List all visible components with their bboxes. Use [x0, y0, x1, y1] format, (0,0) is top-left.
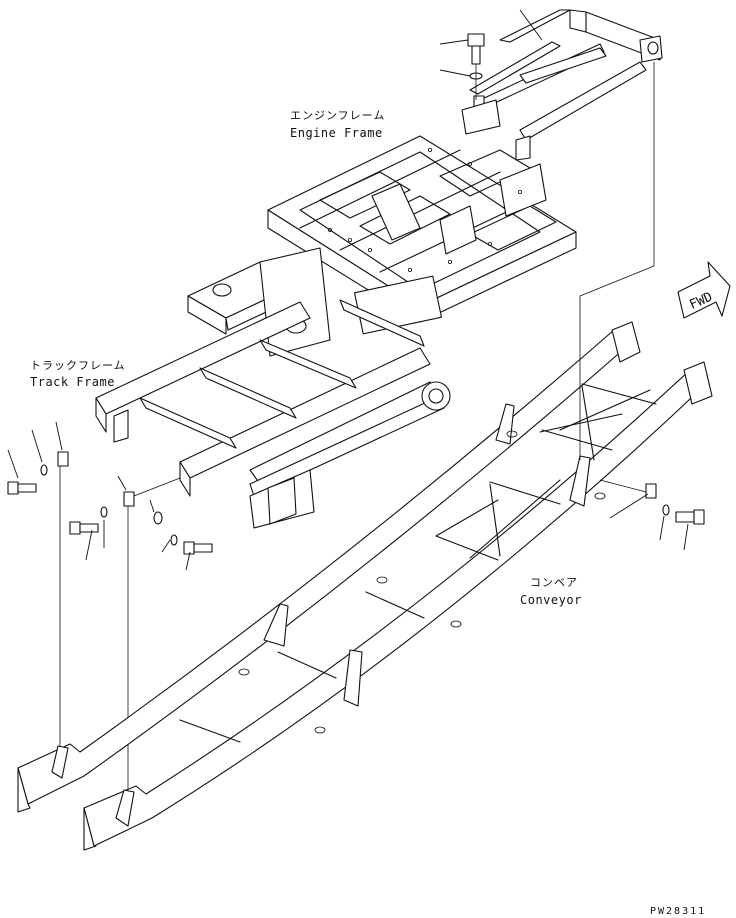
bolt-icon	[675, 509, 705, 525]
engine-frame-label-en: Engine Frame	[290, 126, 383, 140]
support-frame	[439, 9, 663, 161]
washer-icon	[100, 506, 108, 518]
engine-frame-label-jp: エンジンフレーム	[290, 109, 385, 122]
bolt-icon	[7, 481, 37, 495]
fasteners-right	[599, 479, 705, 551]
bolt-icon	[69, 521, 99, 535]
fwd-arrow-icon: FWD	[677, 261, 731, 319]
bolt-icon	[183, 541, 213, 555]
track-frame-label-en: Track Frame	[30, 375, 115, 389]
fasteners-left	[7, 421, 213, 790]
conveyor-label-jp: コンベア	[530, 576, 578, 589]
track-frame: トラックフレーム Track Frame	[30, 247, 451, 529]
nut-icon	[57, 451, 69, 467]
drawing-code: PW28311	[650, 906, 706, 917]
spacer-icon	[645, 483, 657, 499]
engine-frame: エンジンフレーム Engine Frame	[267, 109, 577, 335]
conveyor-label-en: Conveyor	[520, 593, 582, 607]
alignment-lines	[579, 62, 655, 460]
washer-icon	[170, 534, 178, 546]
conveyor: コンベア Conveyor	[17, 321, 713, 851]
track-frame-label-jp: トラックフレーム	[30, 359, 126, 372]
washer-icon	[662, 504, 670, 516]
bolt-icon	[467, 33, 485, 65]
spacer-icon	[153, 511, 163, 525]
nut-icon	[123, 491, 135, 507]
washer-icon	[40, 464, 48, 476]
